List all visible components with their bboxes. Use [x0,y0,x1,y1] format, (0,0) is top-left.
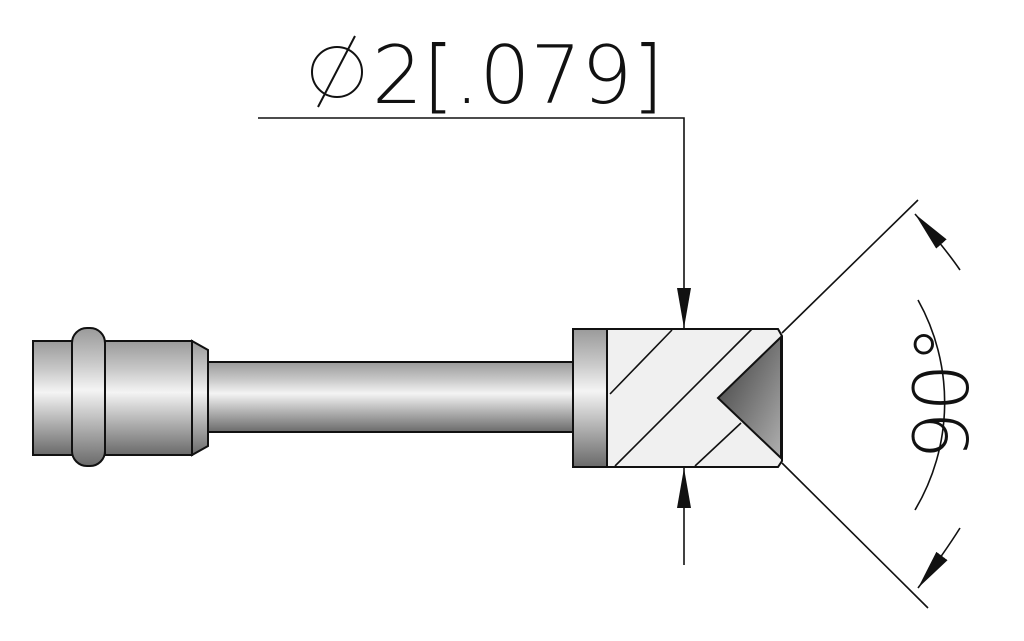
angle-extension-bottom [781,462,929,609]
leader-line [258,117,691,328]
diameter-symbol-slash [317,35,356,108]
diameter-symbol-icon [311,46,363,98]
angle-arc [914,299,946,511]
diameter-dimension [258,117,691,565]
angle-dimension [781,199,961,609]
tip-section [606,328,783,468]
pin-part [32,327,783,468]
chamfer [191,339,209,457]
collar [572,328,608,468]
diameter-value: 2[.079] [372,29,663,122]
angle-extension-top [781,199,919,334]
arc-arrow-bottom [917,527,961,589]
section-hatch [609,328,753,467]
diameter-label: 2[.079] [311,29,663,122]
shaft [207,361,574,433]
cone-cavity [716,334,782,461]
arc-arrow-top [914,213,961,271]
end-cap [32,340,74,456]
body [104,340,193,456]
angle-value: 90° [897,325,986,460]
o-ring [71,327,106,467]
